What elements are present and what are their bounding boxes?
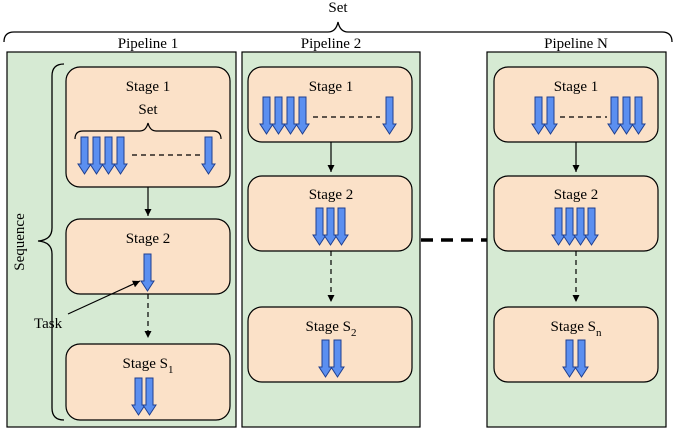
p1-stage-s-main: Stage S [123, 356, 168, 372]
p2-stage-1-label: Stage 1 [309, 79, 354, 95]
task-arrow [619, 96, 634, 135]
pn-stage-1-label: Stage 1 [554, 79, 599, 95]
sequence-label: Sequence [12, 213, 28, 271]
top-set-brace [3, 21, 673, 43]
task-arrow [330, 339, 345, 378]
pn-stage-1-tasks [531, 96, 646, 135]
p1-stage-s-sub: 1 [168, 364, 174, 376]
task-arrow [295, 96, 310, 135]
task-arrow [271, 96, 286, 135]
pn-stage-s-main: Stage S [551, 319, 596, 335]
task-arrow [77, 136, 92, 175]
task-arrow [89, 136, 104, 175]
p2-stage-s-main: Stage S [306, 319, 351, 335]
task-pointer-arrow [67, 280, 141, 315]
sequence-brace [37, 63, 65, 421]
p2-stage-s-box [247, 306, 413, 383]
task-arrow [574, 339, 589, 378]
task-arrow [334, 207, 349, 246]
p1-stage-1-label: Stage 1 [126, 79, 171, 95]
task-arrow [631, 96, 646, 135]
task-arrow [312, 207, 327, 246]
p2-stage-2-tasks [312, 207, 349, 246]
task-arrow [543, 96, 558, 135]
task-arrow [201, 136, 216, 175]
p1-stage-s-tasks [131, 377, 157, 416]
pipeline-1-title: Pipeline 1 [118, 36, 178, 52]
pn-stage-s-label: Stage Sn [551, 319, 602, 339]
p1-inner-set-label: Set [138, 102, 158, 118]
task-arrow [283, 96, 298, 135]
task-arrow [113, 136, 128, 175]
p1-stage-2-label: Stage 2 [126, 231, 171, 247]
task-arrow [101, 136, 116, 175]
task-arrow [382, 96, 397, 135]
pn-stage-2-label: Stage 2 [554, 187, 599, 203]
pn-stage-s-sub: n [596, 327, 602, 339]
p1-stage-2-task [140, 253, 155, 292]
p1-stage-s-label: Stage S1 [123, 356, 174, 376]
pn-stage-s-box [493, 306, 659, 383]
task-arrow [531, 96, 546, 135]
task-arrow [259, 96, 274, 135]
task-arrow [573, 207, 588, 246]
p2-stage-1-tasks [259, 96, 397, 135]
pn-stage-s-tasks [562, 339, 589, 378]
p1-inner-set-brace [74, 122, 222, 140]
pn-stage-2-tasks [551, 207, 599, 246]
pipeline-n-title: Pipeline N [544, 36, 608, 52]
task-arrow [607, 96, 622, 135]
task-label: Task [34, 316, 63, 332]
pipeline-2-title: Pipeline 2 [301, 36, 361, 52]
task-arrow [584, 207, 599, 246]
task-arrow [131, 377, 146, 416]
p2-stage-2-label: Stage 2 [309, 187, 354, 203]
task-arrow [562, 339, 577, 378]
p2-stage-s-sub: 2 [351, 327, 357, 339]
task-arrow [142, 377, 157, 416]
task-arrow [318, 339, 333, 378]
p2-stage-s-label: Stage S2 [306, 319, 357, 339]
p2-stage-s-tasks [318, 339, 345, 378]
task-arrow [551, 207, 566, 246]
task-arrow [323, 207, 338, 246]
p1-stage-1-tasks [77, 136, 216, 175]
top-set-label: Set [328, 0, 348, 16]
task-arrow [562, 207, 577, 246]
